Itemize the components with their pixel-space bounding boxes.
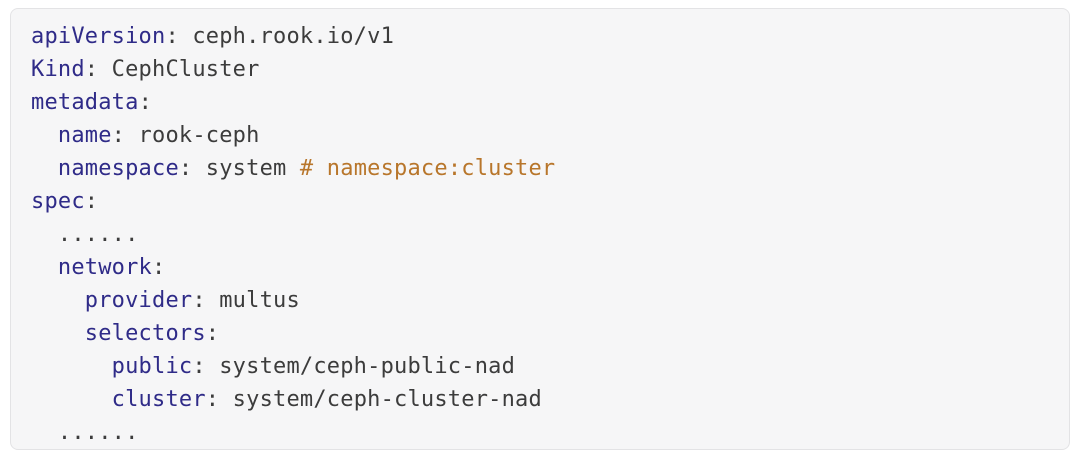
code-token-key: selectors: [84, 321, 206, 346]
code-line: Kind: CephCluster: [31, 53, 1049, 86]
code-token-value: ......: [31, 420, 139, 445]
code-token-key: network: [57, 255, 153, 280]
code-line: apiVersion: ceph.rook.io/v1: [31, 20, 1049, 53]
code-line: ......: [31, 416, 1049, 449]
code-token-value: [31, 156, 58, 181]
code-token-key: Kind: [31, 57, 85, 82]
code-line: cluster: system/ceph-cluster-nad: [31, 383, 1049, 416]
code-token-key: namespace: [57, 156, 179, 181]
code-line: name: rook-ceph: [31, 119, 1049, 152]
code-token-comment: # namespace:cluster: [299, 156, 556, 181]
code-token-value: : multus: [192, 288, 300, 313]
code-line: ......: [31, 218, 1049, 251]
code-line: provider: multus: [31, 284, 1049, 317]
code-token-key: apiVersion: [31, 24, 166, 49]
code-token-key: public: [111, 354, 193, 379]
code-line: metadata:: [31, 86, 1049, 119]
code-token-key: name: [57, 123, 112, 148]
code-token-value: :: [205, 321, 220, 346]
code-line: public: system/ceph-public-nad: [31, 350, 1049, 383]
code-token-value: : ceph.rook.io/v1: [165, 24, 395, 49]
code-token-key: spec: [31, 189, 85, 214]
code-line: spec:: [31, 185, 1049, 218]
code-token-value: [31, 288, 85, 313]
code-line: namespace: system # namespace:cluster: [31, 152, 1049, 185]
code-token-value: [31, 255, 58, 280]
code-token-value: [31, 123, 58, 148]
code-token-value: :: [84, 189, 99, 214]
code-token-value: [31, 387, 112, 412]
code-token-value: :: [152, 255, 166, 280]
code-line: selectors:: [31, 317, 1049, 350]
code-token-key: provider: [84, 288, 193, 313]
code-token-value: : system: [178, 156, 300, 181]
code-token-value: :: [138, 90, 153, 115]
code-token-key: cluster: [111, 387, 206, 412]
code-token-value: : system/ceph-public-nad: [192, 354, 516, 379]
code-token-value: : rook-ceph: [111, 123, 260, 148]
code-token-key: metadata: [31, 90, 139, 115]
code-token-value: [31, 321, 85, 346]
code-token-value: [31, 354, 112, 379]
code-line: network:: [31, 251, 1049, 284]
code-token-value: : CephCluster: [84, 57, 260, 82]
code-token-value: : system/ceph-cluster-nad: [205, 387, 542, 412]
code-token-value: ......: [31, 222, 139, 247]
